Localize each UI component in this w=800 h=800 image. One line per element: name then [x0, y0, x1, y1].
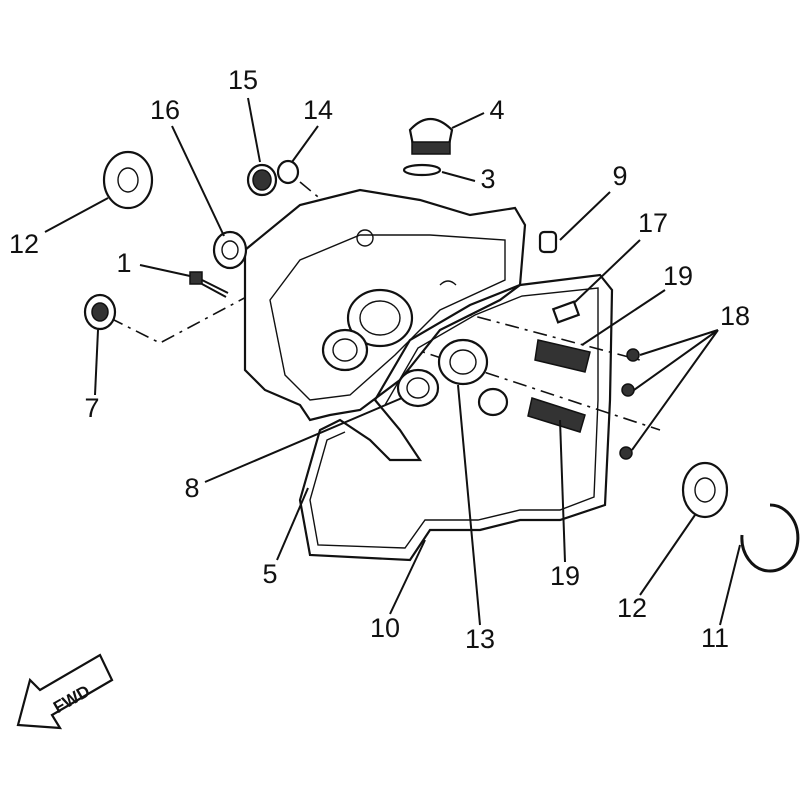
- callout-5: 5: [262, 559, 277, 589]
- fwd-indicator: FWD: [16, 653, 114, 730]
- callout-19b: 19: [550, 561, 580, 591]
- callout-17: 17: [638, 208, 668, 238]
- callout-14: 14: [303, 95, 333, 125]
- filler-cap: [402, 117, 454, 177]
- callout-10: 10: [370, 613, 400, 643]
- callout-11: 11: [701, 623, 729, 653]
- callout-9: 9: [612, 161, 627, 191]
- callout-7: 7: [84, 393, 99, 423]
- plates-and-dowels: [527, 230, 591, 433]
- callout-4: 4: [489, 95, 504, 125]
- callout-1: 1: [116, 248, 131, 278]
- callout-16: 16: [150, 95, 180, 125]
- gasket: [298, 273, 614, 562]
- callout-18: 18: [720, 301, 750, 331]
- oil-seals: [396, 338, 509, 417]
- dowel: [538, 230, 558, 254]
- callout-8: 8: [184, 473, 199, 503]
- callout-13: 13: [465, 624, 495, 654]
- bolts: [189, 271, 640, 460]
- washers-and-seals: [83, 150, 800, 573]
- callout-labels: 15 16 14 4 3 9 12 1 17 19 18 7 8 5 10 13…: [9, 65, 750, 654]
- callout-15: 15: [228, 65, 258, 95]
- callout-12b: 12: [617, 593, 647, 623]
- callout-19: 19: [663, 261, 693, 291]
- callout-12: 12: [9, 229, 39, 259]
- callout-3: 3: [480, 164, 495, 194]
- leader-lines: [44, 97, 741, 626]
- crankcase-cover: [243, 188, 527, 422]
- arrow-forward-icon: [16, 653, 114, 730]
